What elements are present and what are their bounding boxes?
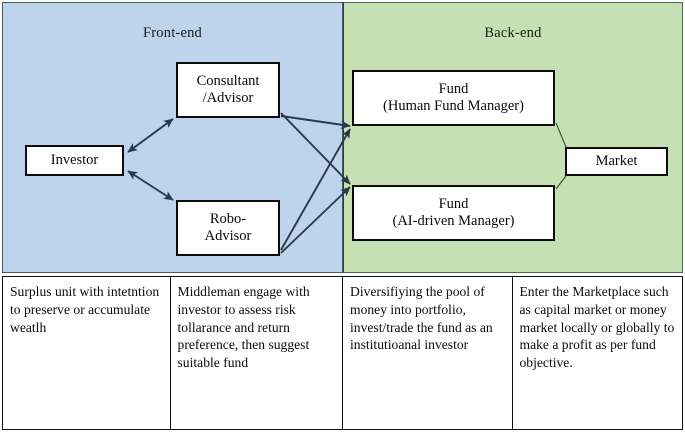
description-cell-investor: Surplus unit with intetntion to preserve…	[3, 277, 171, 429]
node-robo-line1: Robo-	[209, 210, 247, 227]
node-consultant-line1: Consultant	[196, 72, 260, 89]
node-investor[interactable]: Investor	[25, 145, 124, 176]
region-front-end-label: Front-end	[143, 25, 202, 41]
node-consultant-line2: /Advisor	[202, 90, 254, 106]
description-cell-market: Enter the Marketplace such as capital ma…	[519, 284, 675, 371]
node-investor-label: Investor	[50, 151, 99, 168]
description-cell-fund: Diversifiying the pool of money into por…	[343, 277, 513, 429]
node-fund-human-line2: (Human Fund Manager)	[383, 98, 524, 114]
node-fund-ai-line2: (AI-driven Manager)	[392, 213, 515, 229]
region-back-end-label: Back-end	[484, 25, 542, 41]
node-fund-ai-manager[interactable]: Fund (AI-driven Manager)	[352, 185, 555, 241]
node-robo-line2: Advisor	[204, 228, 252, 244]
region-front-end: Front-end	[2, 2, 343, 273]
node-fund-human-manager[interactable]: Fund (Human Fund Manager)	[352, 70, 555, 126]
description-table: Surplus unit with intetntion to preserve…	[2, 276, 683, 430]
node-robo-advisor[interactable]: Robo- Advisor	[176, 200, 280, 256]
node-market[interactable]: Market	[565, 147, 668, 176]
node-market-label: Market	[595, 152, 638, 169]
node-fund-ai-line1: Fund	[438, 195, 469, 212]
description-cell-advisor: Middleman engage with investor to assess…	[171, 277, 343, 429]
node-consultant-advisor[interactable]: Consultant /Advisor	[176, 62, 280, 118]
node-fund-human-line1: Fund	[438, 80, 469, 97]
